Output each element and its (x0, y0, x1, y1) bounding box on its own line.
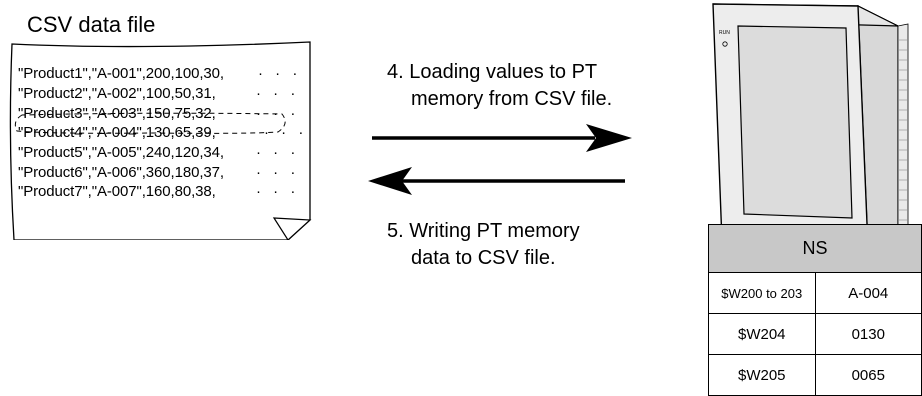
pt-memory-table: NS $W200 to 203 A-004 $W204 0130 $W205 0… (708, 224, 922, 396)
memory-value: 0130 (814, 313, 922, 355)
run-indicator-icon (722, 41, 728, 47)
continuation-dots: · · · (258, 65, 302, 82)
run-label: RUN (719, 30, 730, 36)
pt-terminal-device (712, 3, 909, 263)
terminal-screen (737, 25, 853, 219)
load-caption-line-2: memory from CSV file. (411, 88, 613, 110)
csv-line: "Product2","A-002",100,50,31, (18, 85, 216, 102)
page-curl-icon (272, 217, 312, 240)
csv-line: "Product6","A-006",360,180,37, (18, 164, 224, 181)
continuation-dots: · · · (256, 183, 300, 200)
csv-line: "Product1","A-001",200,100,30, (18, 65, 224, 82)
memory-address: $W204 (708, 313, 816, 355)
memory-value: A-004 (814, 272, 922, 314)
csv-line: "Product3","A-003",150,75,32, (18, 105, 216, 122)
load-caption: 4. Loading values to PT memory from CSV … (387, 59, 612, 113)
csv-line-highlighted: "Product4","A-004",130,65,39, (18, 124, 216, 141)
csv-file-document (9, 41, 312, 240)
csv-line: "Product5","A-005",240,120,34, (18, 144, 224, 161)
memory-address: $W205 (708, 354, 816, 396)
continuation-dots: · · · (264, 124, 308, 141)
memory-value: 0065 (814, 354, 922, 396)
table-row: $W204 0130 (708, 313, 922, 355)
highlight-outline (14, 112, 286, 134)
csv-line: "Product7","A-007",160,80,38, (18, 183, 216, 200)
load-arrow (372, 124, 632, 152)
continuation-dots: · · · (256, 164, 300, 181)
continuation-dots: · · · (256, 105, 300, 122)
memory-address: $W200 to 203 (708, 272, 816, 314)
arrows-layer (368, 3, 909, 263)
continuation-dots: · · · (256, 85, 300, 102)
write-caption-line-1: 5. Writing PT memory (387, 220, 580, 242)
table-row: $W205 0065 (708, 354, 922, 396)
continuation-dots: · · · (256, 144, 300, 161)
table-row: $W200 to 203 A-004 (708, 272, 922, 314)
write-caption: 5. Writing PT memory data to CSV file. (387, 218, 580, 272)
table-header: NS (708, 224, 922, 273)
csv-file-title: CSV data file (27, 12, 156, 37)
write-caption-line-2: data to CSV file. (411, 247, 556, 269)
write-arrow (368, 167, 625, 195)
load-caption-line-1: 4. Loading values to PT (387, 61, 598, 83)
